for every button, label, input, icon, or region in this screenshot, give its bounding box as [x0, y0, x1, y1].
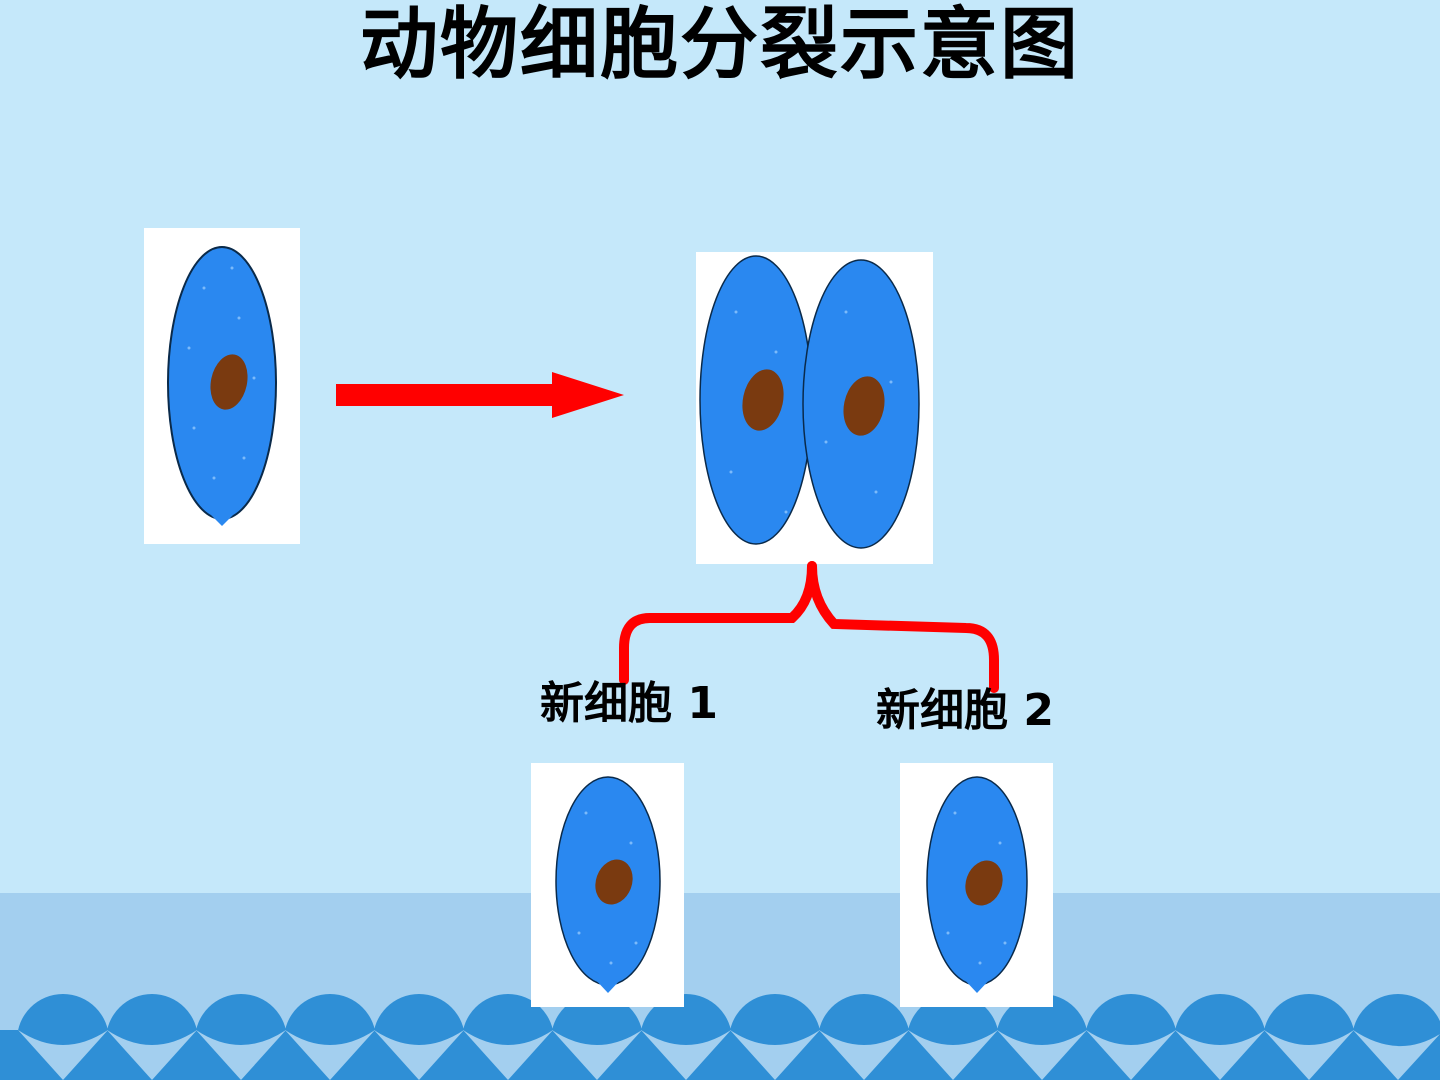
nucleus — [210, 354, 248, 410]
nucleus-right — [843, 376, 885, 436]
original-cell — [167, 246, 277, 526]
new-cell-1-label: 新细胞 1 — [540, 678, 718, 729]
new-cell-2 — [926, 776, 1028, 993]
nucleus-left — [742, 369, 784, 431]
dividing-cell — [699, 255, 920, 549]
new-cell-1-card — [531, 763, 684, 1007]
nucleus — [965, 860, 1003, 906]
dividing-cell-card — [696, 252, 933, 564]
original-cell-card — [144, 228, 300, 544]
page-title: 动物细胞分裂示意图 — [359, 0, 1080, 90]
nucleus — [595, 859, 633, 905]
new-cell-2-label: 新细胞 2 — [876, 685, 1054, 736]
new-cell-1 — [555, 776, 661, 993]
new-cell-2-card — [900, 763, 1053, 1007]
